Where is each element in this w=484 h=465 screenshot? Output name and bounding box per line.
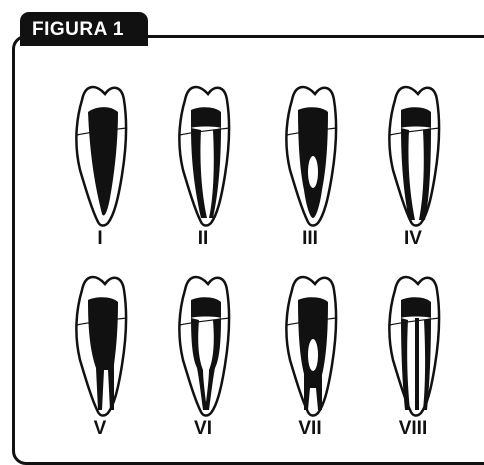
figure-title-tab-base xyxy=(20,35,148,46)
tooth-diagram-7 xyxy=(270,270,350,420)
tooth-diagram-3 xyxy=(270,80,350,230)
tooth-numeral-1: I xyxy=(60,228,140,250)
tooth-diagram-6 xyxy=(163,270,243,420)
tooth-diagram-8 xyxy=(373,270,453,420)
tooth-numeral-6: VI xyxy=(163,418,243,440)
tooth-diagram-2 xyxy=(163,80,243,230)
tooth-diagram-4 xyxy=(373,80,453,230)
tooth-numeral-8: VIII xyxy=(373,418,453,440)
tooth-numeral-4: IV xyxy=(373,228,453,250)
tooth-diagram-5 xyxy=(60,270,140,420)
tooth-numeral-2: II xyxy=(163,228,243,250)
tooth-numeral-7: VII xyxy=(270,418,350,440)
tooth-diagram-1 xyxy=(60,80,140,230)
tooth-numeral-5: V xyxy=(60,418,140,440)
tooth-numeral-3: III xyxy=(270,228,350,250)
